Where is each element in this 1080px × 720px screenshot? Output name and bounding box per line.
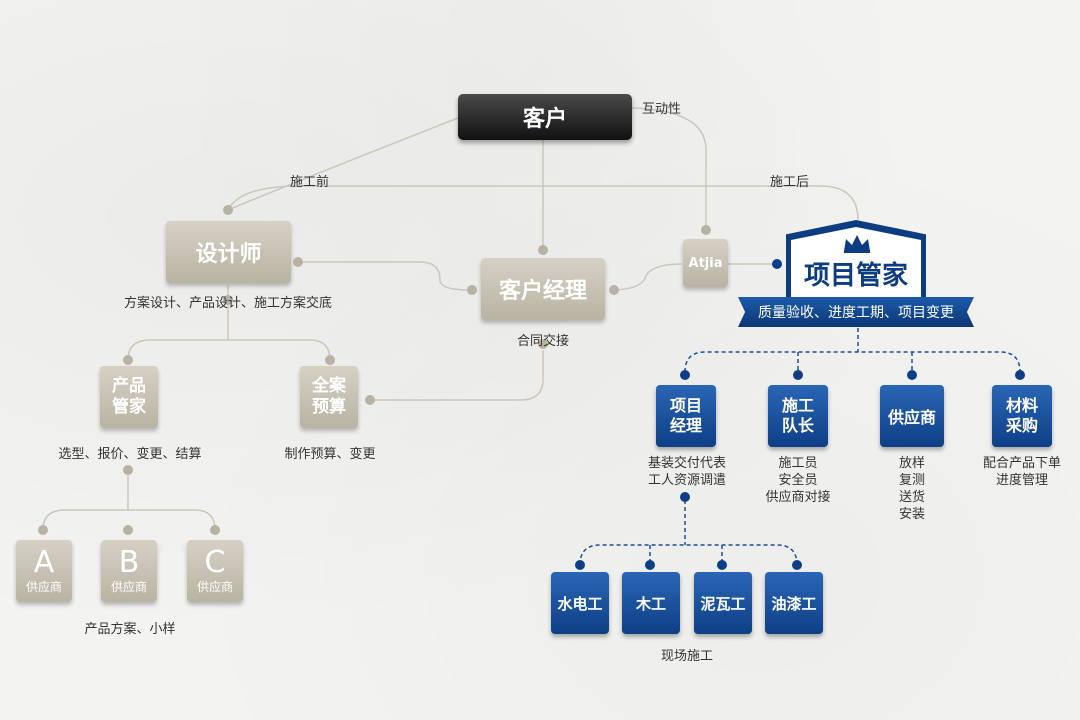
supplier-b-node[interactable]: B 供应商 <box>101 540 157 602</box>
connector-dot <box>123 465 133 475</box>
crown-icon <box>844 235 870 253</box>
connector-dot <box>575 560 585 570</box>
product-butler-desc: 选型、报价、变更、结算 <box>58 447 202 462</box>
connector-dot <box>467 285 477 295</box>
client-node[interactable]: 客户 <box>458 94 632 140</box>
connector-dot <box>793 370 803 380</box>
supplier-c-node[interactable]: C 供应商 <box>187 540 243 602</box>
supplier-name: 供应商 <box>25 579 62 594</box>
connector-dot <box>680 370 690 380</box>
connector-dot <box>210 525 220 535</box>
supplier-a-node[interactable]: A 供应商 <box>16 540 72 602</box>
product-butler-node[interactable]: 产品 管家 <box>100 366 158 428</box>
connector-dot <box>325 355 335 365</box>
supplier-letter: B <box>118 544 140 580</box>
supplier-letter: C <box>204 544 226 580</box>
connector-dot <box>680 492 690 502</box>
budget-node[interactable]: 全案 预算 <box>300 366 358 428</box>
connector-dot <box>701 225 711 235</box>
connector-dot <box>365 395 375 405</box>
product-butler-label: 产品 管家 <box>112 375 146 417</box>
supplier-name: 供应商 <box>110 579 147 594</box>
worker-label: 油漆工 <box>771 594 817 613</box>
connector-dot <box>538 245 548 255</box>
workers-desc: 现场施工 <box>660 649 714 664</box>
worker-label: 水电工 <box>557 594 603 613</box>
project-manager-node[interactable]: 项目 经理 <box>656 385 716 447</box>
account-manager-label: 客户经理 <box>498 279 587 304</box>
connector-dot <box>717 560 727 570</box>
material-purchase-node[interactable]: 材料 采购 <box>992 385 1052 447</box>
butler-ribbon: 质量验收、进度工期、项目变更 <box>738 297 974 327</box>
account-manager-desc: 合同交接 <box>516 334 570 349</box>
worker-node-mason[interactable]: 泥瓦工 <box>694 572 752 634</box>
designer-label: 设计师 <box>195 242 262 267</box>
project-manager-label: 项目 经理 <box>669 396 702 435</box>
construction-captain-desc: 施工员 安全员 供应商对接 <box>765 456 831 505</box>
connector-dot <box>609 285 619 295</box>
connector-dot <box>792 560 802 570</box>
phase-before-label: 施工前 <box>290 175 330 190</box>
worker-label: 泥瓦工 <box>700 594 746 613</box>
connector-dot <box>907 370 917 380</box>
construction-captain-label: 施工 队长 <box>781 396 814 435</box>
construction-captain-node[interactable]: 施工 队长 <box>768 385 828 447</box>
designer-desc: 方案设计、产品设计、施工方案交底 <box>123 296 333 311</box>
supplier-letter: A <box>33 544 55 580</box>
connector-dot <box>538 339 548 349</box>
connector-dot <box>123 525 133 535</box>
project-manager-desc: 基装交付代表 工人资源调遣 <box>647 456 727 488</box>
supplier-blue-label: 供应商 <box>887 408 936 427</box>
supplier-blue-node[interactable]: 供应商 <box>880 385 944 447</box>
connector-dot <box>1015 370 1025 380</box>
supplier-blue-desc: 放样 复测 送货 安装 <box>898 456 926 522</box>
connector-dot <box>645 560 655 570</box>
material-purchase-desc: 配合产品下单 进度管理 <box>982 456 1062 488</box>
connector-dot <box>293 257 303 267</box>
suppliers-desc: 产品方案、小样 <box>84 622 176 637</box>
connector-dot <box>772 259 782 269</box>
connector-dot <box>38 525 48 535</box>
atjia-node[interactable]: Atjia <box>683 239 728 287</box>
client-label: 客户 <box>522 107 567 132</box>
worker-label: 木工 <box>635 594 666 613</box>
atjia-label: Atjia <box>688 255 723 271</box>
connector-dot <box>123 355 133 365</box>
connector-dot <box>223 205 233 215</box>
worker-node-painter[interactable]: 油漆工 <box>765 572 823 634</box>
worker-node-electrician[interactable]: 水电工 <box>551 572 609 634</box>
interactivity-label: 互动性 <box>642 102 682 117</box>
worker-node-carpenter[interactable]: 木工 <box>622 572 680 634</box>
budget-label: 全案 预算 <box>312 375 346 417</box>
budget-desc: 制作预算、变更 <box>284 447 376 462</box>
account-manager-node[interactable]: 客户经理 <box>481 258 605 320</box>
supplier-name: 供应商 <box>196 579 233 594</box>
material-purchase-label: 材料 采购 <box>1005 396 1038 435</box>
designer-node[interactable]: 设计师 <box>166 221 291 283</box>
phase-after-label: 施工后 <box>770 175 810 190</box>
connector-dot <box>223 295 233 305</box>
butler-title[interactable]: 项目管家 <box>803 260 908 291</box>
